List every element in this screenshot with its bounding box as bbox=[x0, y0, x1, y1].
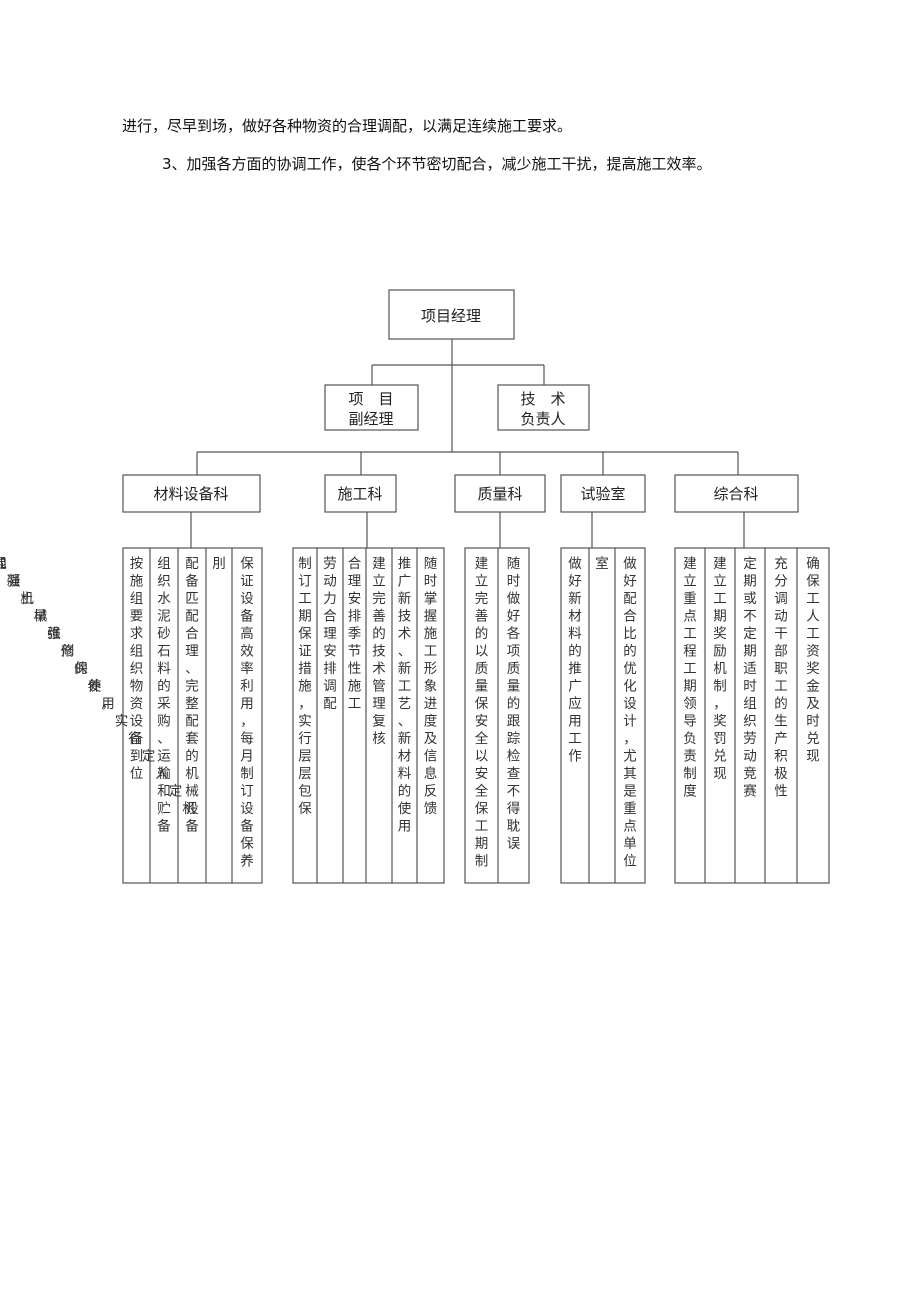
top-box-label: 项目经理 bbox=[421, 307, 481, 325]
level2-box-line2: 副经理 bbox=[348, 410, 393, 428]
duty-group: 建立完善的以质量保安全以安全保工期制 随时做好各项质量的跟踪检查不得耽误 bbox=[464, 547, 530, 884]
duty-text: 建立完善的以质量保安全以安全保工期制 bbox=[475, 556, 489, 870]
duty-group-frame bbox=[674, 547, 830, 884]
dept-box-general: 综合科 bbox=[674, 474, 799, 513]
duty-text: 定期或不定期适时组织劳动竞赛 bbox=[743, 556, 757, 800]
duty-text: 劳动力合理安排调配 bbox=[323, 556, 337, 712]
duty-text: 混凝土早强剂的使用 bbox=[0, 556, 115, 712]
dept-box-quality: 质量科 bbox=[454, 474, 546, 513]
level2-box-technical-lead: 技 术 负责人 bbox=[497, 384, 590, 431]
duty-group-frame bbox=[560, 547, 646, 884]
dept-box-materials: 材料设备科 bbox=[122, 474, 261, 513]
duty-text: 组织水泥砂石料的采购、运输和贮备 bbox=[157, 556, 171, 835]
duty-text: 随时做好各项质量的跟踪检查不得耽误 bbox=[507, 556, 521, 852]
top-box: 项目经理 bbox=[388, 289, 515, 340]
duty-text: 充分调动干部职工的生产积极性 bbox=[774, 556, 788, 800]
duty-text: 建立重点工程工期领导负责制度 bbox=[683, 556, 697, 800]
dept-box-laboratory: 试验室 bbox=[560, 474, 646, 513]
dept-label: 施工科 bbox=[337, 485, 382, 503]
duty-columns: 按施组要求组织物资设备到位组织水泥砂石料的采购、运输和贮备配备匹配合理、完整配套… bbox=[0, 547, 830, 884]
level2-box-line1: 项 目 bbox=[348, 390, 393, 408]
duty-text: 推广新技术、新工艺、新材料的使用 bbox=[398, 556, 412, 835]
duty-text: 保证设备高效率利用，每月制订设备保养 bbox=[240, 556, 254, 870]
duty-group: 制订工期保证措施，实行层层包保劳动力合理安排调配合理安排季节性施工建立完善的技术… bbox=[292, 547, 445, 884]
duty-text: 加强机械维修保养，实行定人定机 bbox=[0, 556, 196, 817]
duty-group: 按施组要求组织物资设备到位组织水泥砂石料的采购、运输和贮备配备匹配合理、完整配套… bbox=[0, 547, 263, 884]
duty-text: 合理安排季节性施工 bbox=[348, 556, 362, 712]
duty-group-frame bbox=[464, 547, 530, 884]
dept-box-construction: 施工科 bbox=[324, 474, 397, 513]
duty-text: 刖 bbox=[212, 556, 226, 572]
duty-text: 建立工期奖励机制，奖罚兑现 bbox=[713, 556, 727, 782]
dept-label: 综合科 bbox=[713, 485, 758, 503]
duty-text: 做好配合比的优化设计，尤其是重点单位 bbox=[623, 556, 637, 870]
duty-text: 做好新材料的推广应用工作 bbox=[568, 556, 582, 765]
duty-text: 配备匹配合理、完整配套的机械设备 bbox=[185, 556, 199, 835]
dept-label: 质量科 bbox=[477, 485, 522, 503]
duty-group: 建立重点工程工期领导负责制度 建立工期奖励机制，奖罚兑现 定期或不定期适时组织劳动竞… bbox=[674, 547, 830, 884]
duty-text: 随时掌握施工形象进度及信息反馈 bbox=[424, 556, 438, 817]
duty-text: 确保工人工资奖金及时兑现 bbox=[806, 556, 820, 765]
level2-box-deputy-manager: 项 目 副经理 bbox=[324, 384, 419, 431]
connector-lines bbox=[190, 339, 745, 548]
dept-label: 材料设备科 bbox=[153, 485, 228, 503]
level2-box-line2: 负责人 bbox=[520, 410, 565, 428]
duty-text: 按施组要求组织物资设备到位 bbox=[130, 556, 144, 782]
duty-text: 室 bbox=[595, 555, 609, 572]
dept-label: 试验室 bbox=[580, 485, 625, 503]
duty-text: 制订工期保证措施，实行层层包保 bbox=[298, 556, 312, 817]
paragraph-2: 3、加强各方面的协调工作，使各个环节密切配合，减少施工干扰，提高施工效率。 bbox=[162, 155, 712, 173]
duty-group-frame bbox=[292, 547, 445, 884]
duty-group-frame bbox=[122, 547, 263, 884]
paragraph-1: 进行，尽早到场，做好各种物资的合理调配，以满足连续施工要求。 bbox=[122, 117, 573, 135]
duty-text: 建立完善的技术管理复核 bbox=[372, 556, 386, 747]
level2-box-line1: 技 术 bbox=[520, 390, 565, 408]
